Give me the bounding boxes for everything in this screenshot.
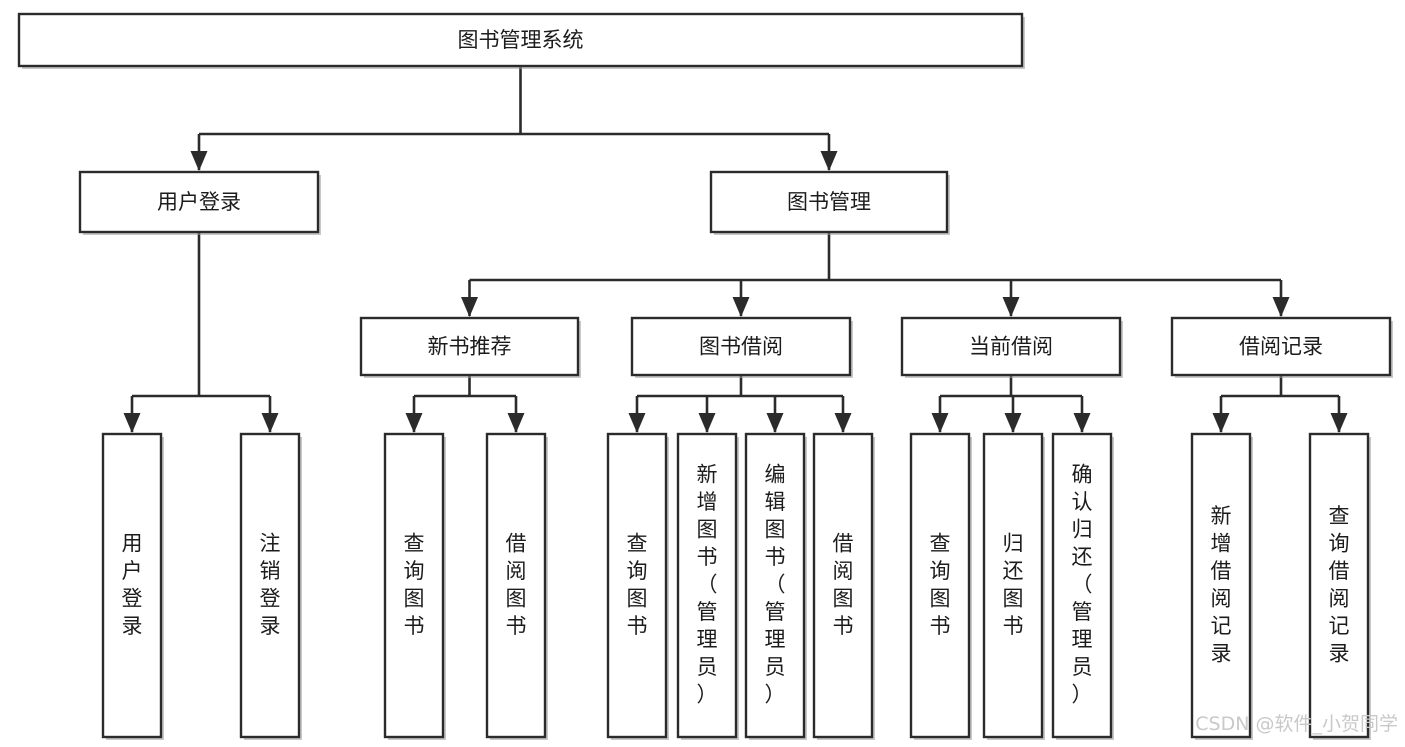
node-label: 查询图书 (627, 531, 648, 638)
node-leaf-user-logout[interactable]: 注销登录 (239, 432, 302, 740)
node-label: 图书管理 (787, 190, 871, 214)
arrow-head-icon (1212, 413, 1230, 433)
node-rect[interactable] (709, 170, 949, 234)
edge-group-root (190, 66, 838, 171)
node-label: 新增图书（管理员） (697, 463, 718, 707)
arrow-head-icon (931, 413, 949, 433)
edge-group-user-login (123, 232, 279, 433)
node-label: 查询图书 (404, 531, 425, 638)
node-rect[interactable] (676, 432, 738, 739)
node-book-borrow[interactable]: 图书借阅 (630, 316, 853, 378)
node-rect[interactable] (239, 432, 301, 739)
node-rect[interactable] (900, 316, 1122, 377)
arrow-head-icon (1272, 297, 1290, 317)
arrow-head-icon (1004, 413, 1022, 433)
node-rect[interactable] (982, 432, 1044, 739)
arrow-head-icon (820, 151, 838, 171)
node-leaf-edit-book-admin[interactable]: 编辑图书（管理员） (744, 432, 807, 740)
node-current-borrow[interactable]: 当前借阅 (900, 316, 1123, 378)
arrow-head-icon (1002, 297, 1020, 317)
node-rect[interactable] (909, 432, 971, 739)
connector-layer (123, 66, 1348, 433)
node-leaf-query-book-1[interactable]: 查询图书 (383, 432, 446, 740)
node-label: 确认归还（管理员） (1072, 463, 1093, 707)
csdn-watermark: CSDN @软件_小贺同学 (1195, 713, 1398, 735)
node-user-login[interactable]: 用户登录 (78, 170, 321, 235)
node-leaf-user-login[interactable]: 用户登录 (101, 432, 164, 740)
node-label: 归还图书 (1003, 531, 1024, 638)
arrow-head-icon (1073, 413, 1091, 433)
node-leaf-add-book-admin[interactable]: 新增图书（管理员） (676, 432, 739, 740)
arrow-head-icon (123, 413, 141, 433)
node-rect[interactable] (1170, 316, 1392, 377)
edge-group-new-book-recommend (405, 375, 525, 433)
edge-group-book-borrow (628, 375, 852, 433)
node-rect[interactable] (383, 432, 445, 739)
node-rect[interactable] (1190, 432, 1252, 739)
node-leaf-borrow-book-2[interactable]: 借阅图书 (812, 432, 875, 740)
node-rect[interactable] (78, 170, 320, 234)
node-label: 查询借阅记录 (1329, 504, 1350, 666)
arrow-head-icon (461, 297, 478, 317)
arrow-head-icon (698, 413, 716, 433)
node-leaf-query-borrow-record[interactable]: 查询借阅记录 (1308, 432, 1371, 740)
arrow-head-icon (261, 413, 279, 433)
node-rect[interactable] (1308, 432, 1370, 739)
node-label: 图书借阅 (699, 335, 783, 359)
node-label: 新书推荐 (428, 335, 512, 359)
node-label: 当前借阅 (969, 335, 1053, 359)
arrow-head-icon (628, 413, 646, 433)
arrow-head-icon (766, 413, 784, 433)
node-rect[interactable] (101, 432, 163, 739)
node-leaf-borrow-book-1[interactable]: 借阅图书 (485, 432, 548, 740)
node-book-manage[interactable]: 图书管理 (709, 170, 950, 235)
node-label: 注销登录 (260, 531, 281, 638)
edge-group-book-manage (461, 232, 1290, 317)
arrow-head-icon (834, 413, 852, 433)
node-label: 借阅记录 (1239, 335, 1323, 359)
node-label: 新增借阅记录 (1211, 504, 1232, 666)
node-leaf-query-book-2[interactable]: 查询图书 (606, 432, 669, 740)
node-borrow-records[interactable]: 借阅记录 (1170, 316, 1393, 378)
node-label: 图书管理系统 (458, 28, 584, 52)
node-label: 查询图书 (930, 531, 951, 638)
node-rect[interactable] (812, 432, 874, 739)
node-rect[interactable] (744, 432, 806, 739)
node-label: 用户登录 (122, 531, 143, 638)
node-rect[interactable] (359, 316, 580, 377)
node-rect[interactable] (630, 316, 852, 377)
node-label: 借阅图书 (506, 531, 527, 638)
edge-group-current-borrow (931, 375, 1091, 433)
node-rect[interactable] (606, 432, 668, 739)
node-label: 借阅图书 (833, 531, 854, 638)
node-rect[interactable] (1051, 432, 1113, 739)
node-label: 编辑图书（管理员） (765, 463, 786, 707)
node-layer: 图书管理系统用户登录图书管理新书推荐图书借阅当前借阅借阅记录用户登录注销登录查询… (17, 12, 1393, 740)
arrow-head-icon (405, 413, 423, 433)
node-root[interactable]: 图书管理系统 (17, 12, 1025, 69)
node-rect[interactable] (485, 432, 547, 739)
node-label: 用户登录 (157, 190, 241, 214)
arrow-head-icon (190, 151, 208, 171)
arrow-head-icon (1330, 413, 1348, 433)
node-leaf-query-book-3[interactable]: 查询图书 (909, 432, 972, 740)
node-leaf-confirm-return-admin[interactable]: 确认归还（管理员） (1051, 432, 1114, 740)
edge-group-borrow-records (1212, 375, 1348, 433)
node-new-book-recommend[interactable]: 新书推荐 (359, 316, 581, 378)
node-leaf-return-book[interactable]: 归还图书 (982, 432, 1045, 740)
node-leaf-add-borrow-record[interactable]: 新增借阅记录 (1190, 432, 1253, 740)
arrow-head-icon (507, 413, 525, 433)
arrow-head-icon (732, 297, 750, 317)
node-rect[interactable] (17, 12, 1024, 68)
